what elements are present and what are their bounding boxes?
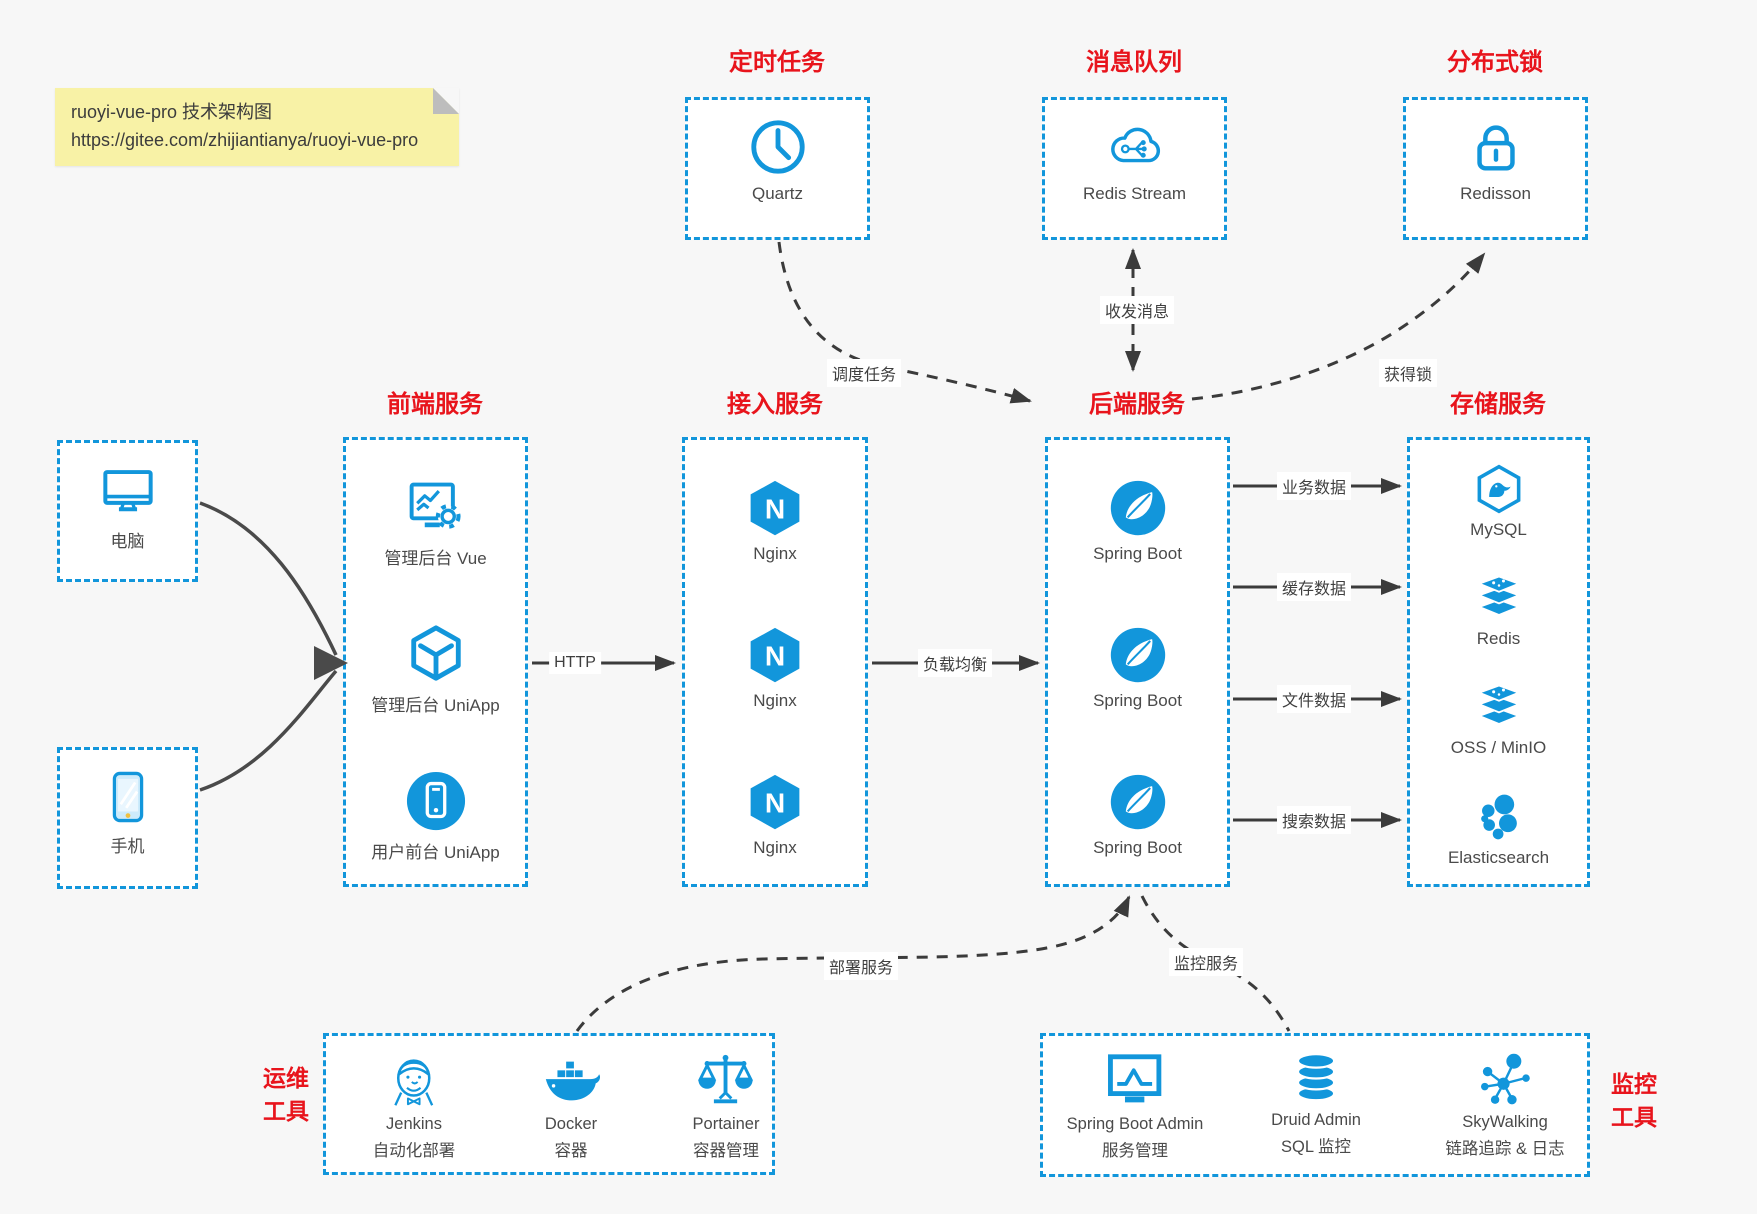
backend-item-label: Spring Boot bbox=[1093, 838, 1182, 857]
scheduler-label: Quartz bbox=[751, 184, 804, 203]
gateway-item-label: Nginx bbox=[753, 691, 797, 710]
acquire-lock-arrow bbox=[1191, 252, 1486, 401]
deploy-label: 部署服务 bbox=[823, 952, 899, 980]
devops-item-name: Docker bbox=[544, 1115, 598, 1133]
frontend-item-label: 管理后台 Vue bbox=[384, 549, 487, 568]
storage-item-label: OSS / MinIO bbox=[1450, 738, 1547, 757]
devops-item-desc: 容器管理 bbox=[692, 1142, 759, 1160]
mq-label: Redis Stream bbox=[1083, 184, 1186, 203]
lock-box: Redisson bbox=[1403, 97, 1588, 240]
svg-text:N: N bbox=[765, 493, 785, 524]
note-url: https://gitee.com/zhijiantianya/ruoyi-vu… bbox=[71, 130, 419, 150]
search-data-label: 搜索数据 bbox=[1276, 806, 1352, 834]
title-frontend: 前端服务 bbox=[387, 391, 483, 418]
title-gateway: 接入服务 bbox=[727, 391, 823, 418]
mobile-label: 手机 bbox=[110, 837, 145, 856]
frontend-box: 管理后台 Vue 管理后台 UniApp 用户前台 UniApp bbox=[343, 437, 528, 887]
gateway-box: N Nginx N Nginx N Nginx bbox=[682, 437, 868, 887]
storage-item-label: Elasticsearch bbox=[1447, 848, 1550, 867]
docker-icon bbox=[545, 1061, 601, 1101]
backend-item-label: Spring Boot bbox=[1093, 544, 1182, 563]
spring-icon bbox=[1110, 774, 1165, 830]
client-merge-arrow bbox=[199, 501, 338, 792]
message-label: 收发消息 bbox=[1099, 296, 1175, 324]
smartphone-icon bbox=[112, 771, 143, 823]
mq-box: Redis Stream bbox=[1042, 97, 1227, 240]
backend-box: Spring Boot Spring Boot Spring Boot bbox=[1045, 437, 1230, 887]
nginx-icon: N bbox=[750, 774, 800, 830]
devops-item-name: Portainer bbox=[692, 1115, 760, 1133]
mysql-icon bbox=[1477, 464, 1520, 514]
monitoring-box: Spring Boot Admin 服务管理 Druid Admin SQL 监… bbox=[1040, 1033, 1590, 1177]
devops-box: Jenkins 自动化部署 Docker 容器 bbox=[323, 1033, 775, 1175]
monitoring-item-name: SkyWalking bbox=[1462, 1113, 1548, 1131]
spring-icon bbox=[1110, 480, 1165, 536]
schedule-label: 调度任务 bbox=[826, 359, 902, 387]
pc-box: 电脑 bbox=[57, 440, 198, 582]
title-storage: 存储服务 bbox=[1450, 391, 1546, 418]
jenkins-icon bbox=[394, 1059, 434, 1106]
monitor-label: 监控服务 bbox=[1168, 948, 1244, 976]
gateway-item-label: Nginx bbox=[753, 838, 797, 857]
spring-icon bbox=[1110, 627, 1165, 683]
lock-label: Redisson bbox=[1460, 184, 1531, 203]
clock-icon bbox=[750, 120, 805, 174]
monitoring-item-name: Druid Admin bbox=[1271, 1111, 1361, 1129]
cache-data-label: 缓存数据 bbox=[1276, 573, 1352, 601]
frontend-item-label: 用户前台 UniApp bbox=[371, 843, 500, 862]
note-fold-corner bbox=[433, 88, 459, 114]
title-scheduler: 定时任务 bbox=[729, 49, 825, 76]
title-lock: 分布式锁 bbox=[1447, 49, 1543, 76]
pc-label: 电脑 bbox=[110, 532, 145, 551]
lock-icon bbox=[1476, 125, 1515, 171]
monitoring-item-name: Spring Boot Admin bbox=[1066, 1115, 1204, 1133]
storage-item-label: Redis bbox=[1476, 629, 1521, 648]
monitoring-item-desc: 服务管理 bbox=[1101, 1142, 1168, 1160]
admin-vue-icon bbox=[409, 482, 461, 529]
portainer-icon bbox=[698, 1054, 754, 1104]
devops-item-desc: 容器 bbox=[554, 1142, 588, 1160]
acquire-lock-label: 获得锁 bbox=[1378, 359, 1438, 387]
title-monitoring: 监控 工具 bbox=[1611, 1071, 1657, 1130]
oss-icon bbox=[1476, 684, 1521, 725]
svg-text:N: N bbox=[765, 640, 785, 671]
gateway-item-label: Nginx bbox=[753, 544, 797, 563]
monitoring-item-desc: 链路追踪 & 日志 bbox=[1445, 1140, 1565, 1158]
nginx-icon: N bbox=[750, 480, 800, 536]
business-data-label: 业务数据 bbox=[1276, 472, 1352, 500]
title-mq: 消息队列 bbox=[1086, 49, 1182, 76]
backend-item-label: Spring Boot bbox=[1093, 691, 1182, 710]
scheduler-box: Quartz bbox=[685, 97, 870, 240]
uniapp-cube-icon bbox=[410, 625, 461, 681]
user-app-icon bbox=[406, 771, 465, 831]
sticky-note: ruoyi-vue-pro 技术架构图 https://gitee.com/zh… bbox=[55, 88, 459, 166]
mobile-box: 手机 bbox=[57, 747, 198, 889]
desktop-icon bbox=[102, 470, 153, 512]
devops-item-desc: 自动化部署 bbox=[372, 1142, 456, 1160]
load-balance-label: 负载均衡 bbox=[917, 649, 993, 677]
nginx-icon: N bbox=[750, 627, 800, 683]
redis-icon bbox=[1476, 575, 1521, 616]
note-title: ruoyi-vue-pro 技术架构图 bbox=[71, 102, 273, 122]
database-icon bbox=[1296, 1052, 1336, 1102]
schedule-arrow bbox=[777, 241, 1032, 404]
monitor-chart-icon bbox=[1108, 1054, 1162, 1103]
svg-text:N: N bbox=[765, 787, 785, 818]
topology-icon bbox=[1480, 1053, 1530, 1105]
http-label: HTTP bbox=[549, 652, 601, 674]
monitoring-item-desc: SQL 监控 bbox=[1281, 1138, 1351, 1156]
devops-item-name: Jenkins bbox=[386, 1115, 442, 1133]
storage-box: MySQL Redis OSS / Mi bbox=[1407, 437, 1590, 887]
elasticsearch-icon bbox=[1480, 794, 1517, 840]
cloud-share-icon bbox=[1110, 127, 1160, 163]
frontend-item-label: 管理后台 UniApp bbox=[371, 696, 500, 715]
title-devops: 运维 工具 bbox=[263, 1065, 309, 1124]
storage-item-label: MySQL bbox=[1470, 520, 1527, 539]
file-data-label: 文件数据 bbox=[1276, 685, 1352, 713]
title-backend: 后端服务 bbox=[1089, 391, 1185, 418]
